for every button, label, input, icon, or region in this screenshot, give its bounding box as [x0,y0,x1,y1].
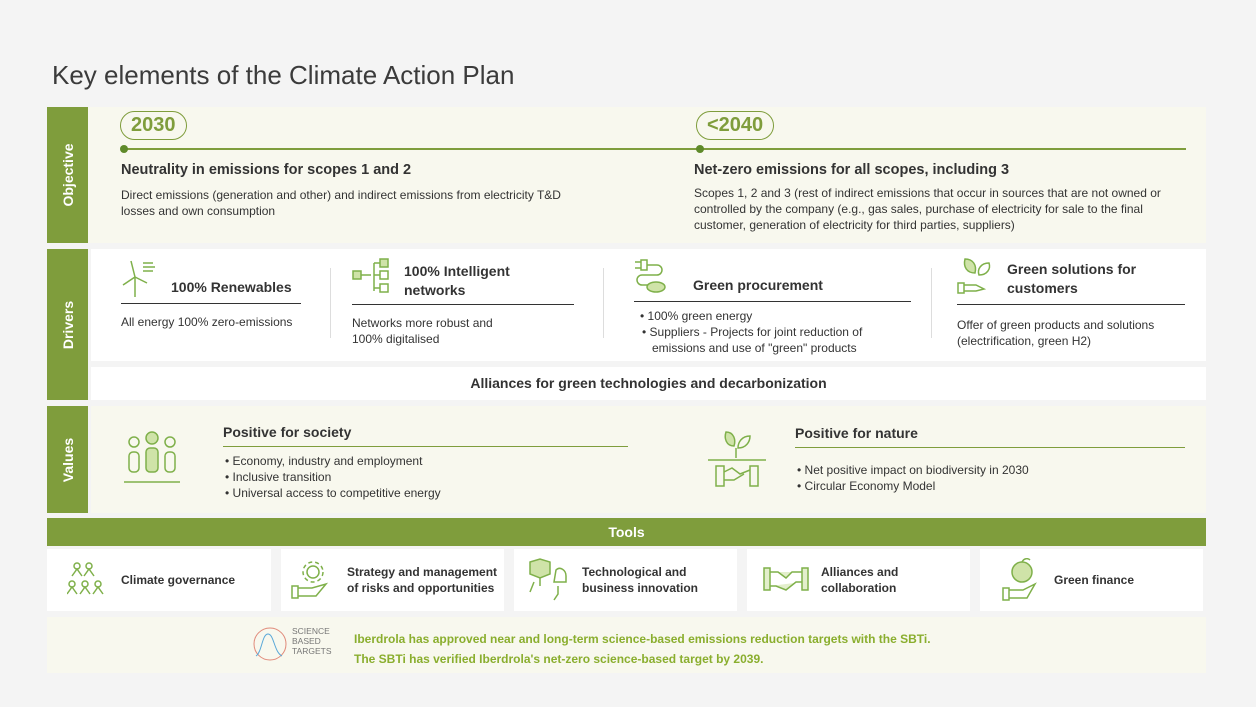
tools-header: Tools [47,518,1206,546]
wind-turbine-icon [122,260,155,297]
alliances-bar: Alliances for green technologies and dec… [91,367,1206,400]
tool-alliances: Alliances and collaboration [747,549,970,611]
section-label-drivers: Drivers [47,249,88,400]
tool-strategy: Strategy and management of risks and opp… [281,549,504,611]
objective-text: Scopes 1, 2 and 3 (rest of indirect emis… [694,186,1161,232]
driver-procurement: Green procurement 100% green energySuppl… [634,258,911,356]
timeline-dot [120,145,128,153]
objective-heading: Neutrality in emissions for scopes 1 and… [121,162,412,178]
objective-panel [88,107,1206,243]
sbti-text: Iberdrola has approved near and long-ter… [354,632,931,666]
group-icon [67,562,104,595]
page-title: Key elements of the Climate Action Plan [52,60,515,90]
network-icon [352,258,389,293]
timeline [124,148,1186,150]
sbti-panel [47,617,1206,673]
year-badge-2030: 2030 [120,111,187,140]
innovation-icon [529,558,567,601]
people-icon [124,431,180,483]
timeline-dot [696,145,704,153]
handshake-icon [763,567,809,591]
sbti-logo: SCIENCE BASED TARGETS [252,622,342,670]
plug-leaf-icon [635,259,666,293]
nature-handshake-icon [708,431,766,487]
driver-green-solutions: Green solutions for customers Offer of g… [957,257,1185,349]
section-label-objective: Objective [47,107,88,243]
objective-text: Direct emissions (generation and other) … [121,188,561,218]
tool-climate-governance: Climate governance [47,549,271,611]
year-badge-2040: <2040 [696,111,775,140]
value-society: Positive for society Economy, industry a… [223,424,628,501]
objective-heading: Net-zero emissions for all scopes, inclu… [694,162,1010,178]
tool-innovation: Technological and business innovation [514,549,737,611]
gear-hand-icon [291,561,329,599]
section-label-values: Values [47,406,88,513]
value-nature: Positive for nature Net positive impact … [795,425,1185,494]
hand-leaf-icon [957,258,991,294]
tool-green-finance: Green finance [980,549,1203,611]
money-plant-icon [1002,558,1037,601]
driver-renewables: 100% Renewables All energy 100% zero-emi… [121,257,301,330]
driver-networks: 100% Intelligent networks Networks more … [352,258,574,347]
